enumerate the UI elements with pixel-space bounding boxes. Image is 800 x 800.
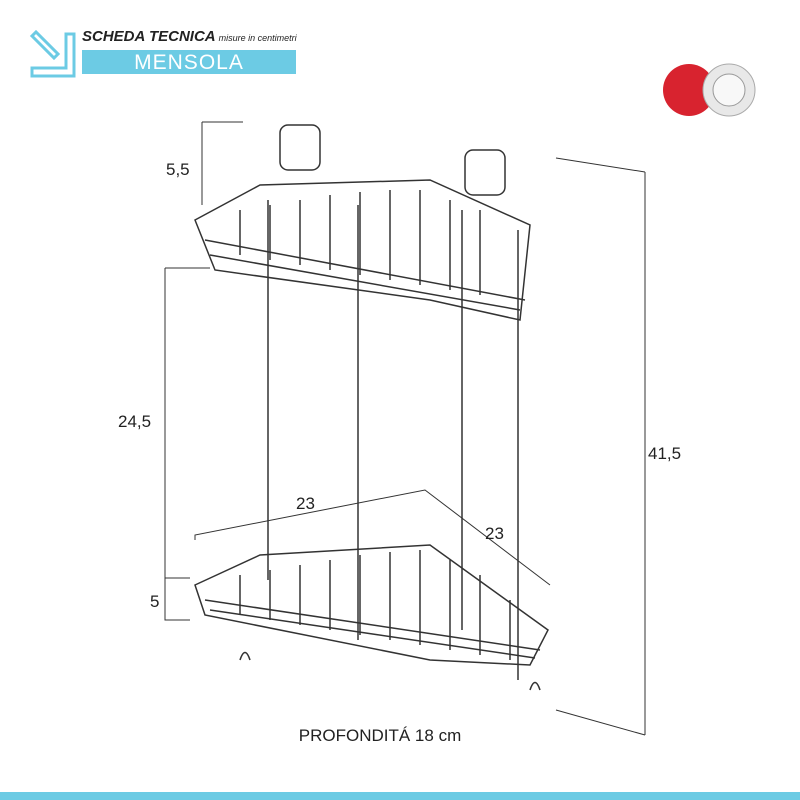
dim-basket-height: 5 — [150, 592, 160, 611]
dim-between-shelves: 24,5 — [118, 412, 152, 431]
adhesive-pad-image — [663, 63, 756, 117]
depth-label: PROFONDITÁ 18 cm — [298, 726, 462, 745]
dim-total-height: 41,5 — [648, 444, 682, 463]
title-text: SCHEDA TECNICA — [82, 28, 216, 45]
ruler-pencil-icon — [29, 30, 76, 78]
bottom-accent-strip — [0, 792, 800, 800]
dim-top-hook: 5,5 — [166, 160, 190, 179]
product-banner: MENSOLA — [82, 50, 296, 74]
dim-width-b: 23 — [485, 524, 504, 543]
units-note: misure in centimetri — [218, 33, 297, 43]
dim-width-a: 23 — [296, 494, 315, 513]
